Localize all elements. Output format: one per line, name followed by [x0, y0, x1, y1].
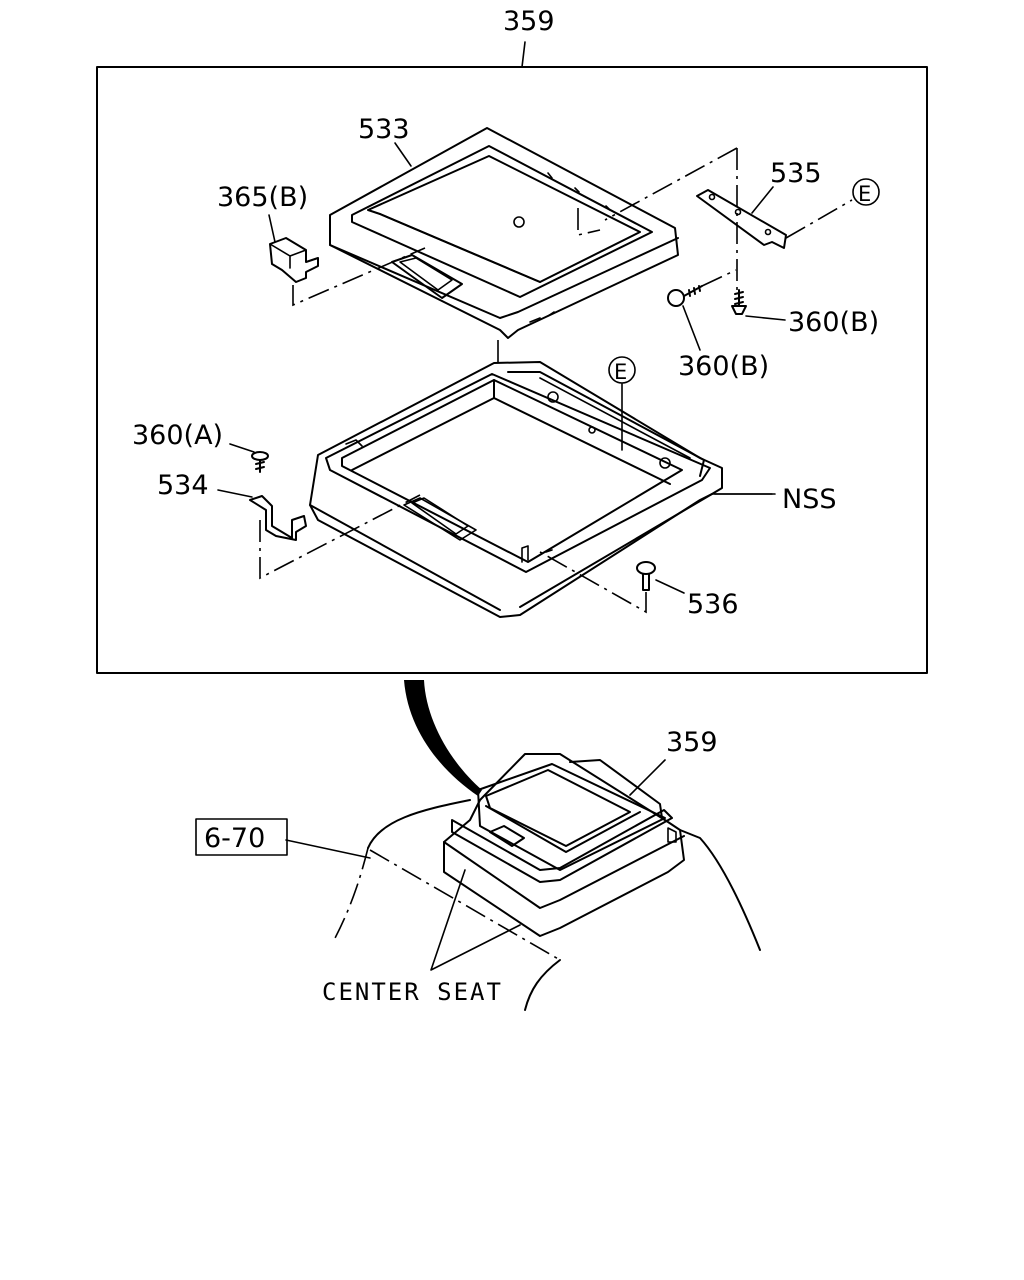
bracket-534 [249, 495, 307, 541]
label-365b: 365(B) [217, 182, 308, 213]
leader-6-70 [285, 839, 371, 859]
label-359-callout: 359 [666, 727, 718, 758]
dash-360b-bottom [701, 269, 737, 287]
label-534: 534 [157, 470, 209, 501]
label-center-seat: CENTER SEAT [322, 978, 503, 1006]
bracket-535 [696, 189, 787, 249]
center-seat-view [332, 753, 761, 1011]
fastener-536 [636, 561, 656, 591]
label-6-70: 6-70 [204, 823, 265, 854]
leaders-center-seat [430, 869, 521, 971]
leader-533 [394, 142, 412, 167]
pointer-arrow [404, 680, 482, 796]
screw-360a [251, 451, 269, 473]
leader-360b-bottom [682, 305, 701, 351]
label-535: 535 [770, 158, 822, 189]
label-nss: NSS [782, 484, 836, 515]
label-e-mid: E [614, 360, 627, 384]
dash-536 [539, 551, 647, 614]
leader-535 [751, 186, 774, 214]
label-e-top: E [858, 182, 871, 206]
dash-365b-to-lid [292, 247, 426, 307]
base-tray [309, 361, 773, 618]
label-360b-right: 360(B) [788, 307, 879, 338]
ref-circle-e-top [852, 178, 880, 206]
leader-360b-right [745, 315, 786, 321]
label-536: 536 [687, 589, 739, 620]
leader-360a [229, 443, 255, 453]
screw-360b-bottom [667, 285, 703, 307]
dash-535-lid [577, 147, 738, 237]
label-359-top: 359 [503, 6, 555, 37]
leader-359-top [521, 41, 526, 68]
ref-box-6-70 [195, 818, 288, 856]
label-360a: 360(A) [132, 420, 223, 451]
leader-365b [268, 214, 276, 243]
leader-536 [655, 579, 685, 594]
screw-360b-right [731, 289, 747, 315]
dash-534 [259, 494, 421, 580]
leader-534 [217, 489, 253, 498]
clip-365b [269, 237, 319, 283]
ref-circle-e-mid [608, 356, 636, 384]
label-360b-bottom: 360(B) [678, 351, 769, 382]
label-533: 533 [358, 114, 410, 145]
leader-359-callout [629, 759, 666, 796]
dash-535-e [785, 199, 853, 239]
detail-frame [96, 66, 928, 674]
lid-533 [329, 127, 679, 339]
